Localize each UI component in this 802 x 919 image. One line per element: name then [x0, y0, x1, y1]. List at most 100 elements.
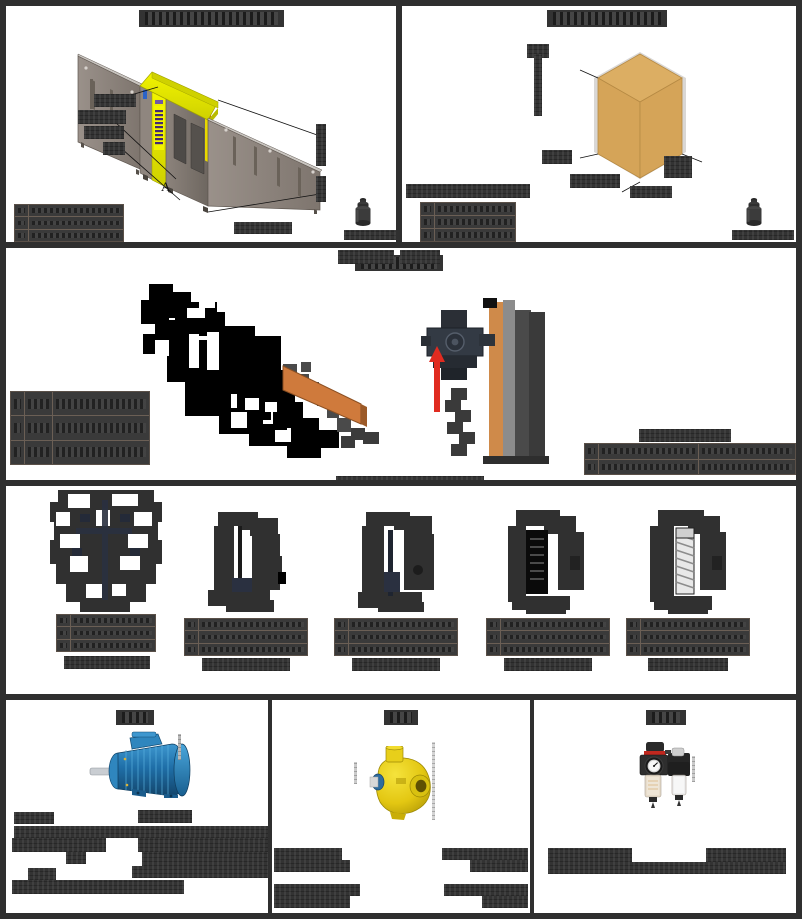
divider-row-1 [0, 242, 802, 248]
component-item[interactable] [486, 490, 618, 690]
load-dimension-label-left [534, 54, 542, 116]
motor-spec-line-10 [12, 880, 184, 894]
panel-machine-dimensions: [redacted] [6, 6, 396, 242]
component-table [486, 618, 610, 656]
component-caption [64, 656, 150, 669]
component-caption [202, 658, 290, 671]
table-cell-key [185, 631, 199, 643]
table-cell-label [599, 459, 699, 474]
table-cell-value [435, 216, 515, 228]
table-row [585, 459, 795, 474]
screw-svg [650, 510, 726, 614]
table-cell-value [435, 203, 515, 215]
component-thumbnail-caption [732, 230, 794, 240]
frl-air-unit-image [638, 740, 700, 812]
table-cell-value [349, 644, 457, 655]
load-dimension-label-top [527, 44, 549, 58]
blower-dimension-bar-left [354, 762, 357, 784]
table-cell-unit [25, 440, 53, 464]
table-cell-key [15, 229, 29, 241]
motor-spec-line-4 [12, 838, 106, 852]
detail-left-label [338, 250, 394, 264]
centrifugal-blower-svg [369, 744, 431, 820]
table-row [57, 615, 155, 628]
table-cell-value [53, 441, 149, 464]
table-cell-label [599, 444, 699, 459]
motor-spec-line-3 [14, 826, 268, 838]
table-cell-key [335, 631, 349, 643]
table-cell-value [501, 619, 609, 630]
blower-dimension-bar-right [432, 742, 435, 820]
detail-render-right-svg [421, 298, 549, 464]
table-cell-key [11, 416, 25, 440]
product-motor-title: [redacted] [116, 710, 154, 725]
blower-spec-line-1 [274, 848, 342, 860]
blower-spec-line-6 [274, 896, 350, 908]
table-cell-key [421, 203, 435, 215]
dimension-label-right-1 [316, 124, 326, 166]
machine-dimensions-table [14, 204, 124, 242]
component-item[interactable] [334, 490, 466, 690]
table-cell-key [585, 459, 599, 474]
detail-right-table [584, 443, 796, 475]
table-row [57, 627, 155, 640]
table-cell-key [15, 205, 29, 217]
component-item[interactable] [46, 490, 166, 690]
table-cell-unit [25, 392, 53, 416]
component-caption [352, 658, 440, 671]
table-row [487, 631, 609, 644]
table-row [421, 216, 515, 229]
panel-product-blower: [redacted] [272, 700, 530, 913]
table-cell-value [699, 444, 795, 459]
panel-product-frl: [redacted] [534, 700, 796, 913]
table-row [627, 631, 749, 644]
product-blower-title: [redacted] [384, 710, 418, 725]
motor-spec-line-5 [138, 838, 268, 852]
detail-left-table [10, 391, 150, 465]
blower-spec-line-5 [274, 884, 360, 896]
component-item[interactable] [626, 490, 758, 690]
component-caption [504, 658, 592, 671]
table-cell-value [71, 615, 155, 626]
component-caption [648, 658, 728, 671]
component-table [184, 618, 308, 656]
component-thumbnail-svg [355, 198, 371, 226]
component-thumbnail [351, 196, 375, 228]
table-row [15, 205, 123, 218]
table-cell-value [29, 217, 123, 228]
component-item[interactable] [184, 490, 316, 690]
screw-icon [650, 510, 734, 614]
table-row [585, 444, 795, 460]
table-row [11, 416, 149, 441]
table-cell-key [185, 619, 199, 631]
load-3d-render [550, 32, 730, 202]
cylinder-svg [208, 512, 286, 612]
machine-3d-render [58, 24, 348, 215]
blower-spec-line-4 [470, 860, 528, 872]
table-cell-key [487, 631, 501, 643]
component-thumbnail-svg [746, 198, 762, 226]
dimension-label-1 [94, 94, 136, 107]
motor-spec-line-2 [138, 810, 192, 823]
table-row [185, 619, 307, 632]
load-dimension-label-lower-left [542, 150, 572, 164]
blower-spec-line-2 [274, 860, 350, 872]
divider-top-middle [396, 6, 402, 242]
table-cell-key [627, 643, 641, 655]
actuator-svg [358, 512, 434, 612]
table-row [11, 392, 149, 417]
table-cell-key [185, 643, 199, 655]
table-cell-value [641, 619, 749, 630]
table-cell-key [57, 627, 71, 639]
shaft-svg [508, 510, 584, 614]
motor-spec-line-1 [14, 812, 54, 824]
divider-row-2 [0, 480, 802, 486]
table-cell-key [57, 639, 71, 651]
table-cell-value [349, 619, 457, 630]
table-cell-key [11, 392, 25, 416]
table-cell-value [641, 644, 749, 655]
product-frl-title: [redacted] [646, 710, 686, 725]
shaft-icon [508, 510, 592, 614]
divider-row-3 [0, 694, 802, 700]
